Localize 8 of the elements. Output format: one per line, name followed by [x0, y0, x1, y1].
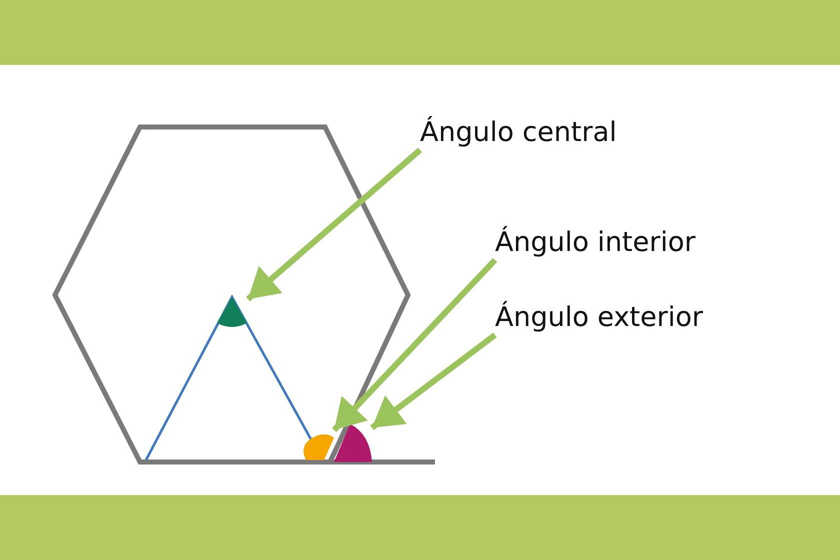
leader-arrow — [246, 148, 422, 302]
angle-label: Ángulo central — [420, 116, 617, 150]
angle-label: Ángulo exterior — [495, 301, 703, 335]
leader-arrow — [332, 258, 498, 432]
angle-mark — [334, 422, 372, 462]
leader-arrow — [370, 332, 497, 430]
angle-label: Ángulo interior — [495, 226, 696, 260]
angle-mark — [216, 297, 248, 329]
